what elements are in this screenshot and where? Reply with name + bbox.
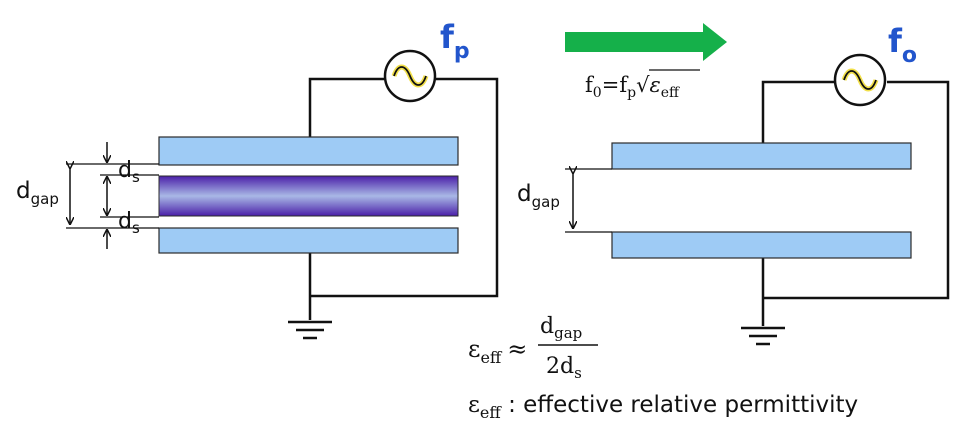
ac-source-icon bbox=[383, 49, 437, 103]
permittivity-definition: εeff : effective relative permittivity bbox=[468, 392, 858, 422]
right-dimension-lines bbox=[565, 168, 612, 233]
right-top-plate bbox=[611, 142, 912, 170]
dimension-lines bbox=[66, 163, 159, 229]
top-plate bbox=[158, 136, 459, 166]
ground-icon bbox=[288, 320, 332, 340]
right-frequency-label: fo bbox=[888, 22, 917, 68]
approx-numerator: dgap bbox=[540, 314, 582, 342]
spacer-label-top: ds bbox=[118, 158, 140, 186]
resonance-formula: f0=fp√εeff bbox=[585, 73, 680, 101]
dielectric-layer bbox=[158, 175, 459, 217]
right-gap-label: dgap bbox=[517, 181, 560, 211]
right-top-wire bbox=[761, 80, 834, 143]
right-bottom-plate bbox=[611, 231, 912, 259]
right-circuit: dgap fo bbox=[517, 22, 950, 346]
ground-icon-right bbox=[741, 326, 785, 346]
transition: f0=fp√εeff bbox=[565, 23, 727, 101]
ac-source-icon-right bbox=[833, 53, 887, 107]
left-circuit: dgap ds ds fp bbox=[16, 18, 499, 340]
approx-denominator: 2ds bbox=[546, 354, 582, 382]
spacer-label-bottom: ds bbox=[118, 209, 140, 237]
equations: εeff≈ dgap 2ds εeff : effective relative… bbox=[468, 314, 858, 422]
right-return-wire bbox=[763, 80, 950, 300]
approx-equation-lhs: εeff≈ bbox=[468, 335, 527, 367]
left-gap-label: dgap bbox=[16, 178, 59, 208]
left-frequency-label: fp bbox=[440, 18, 470, 64]
left-top-wire bbox=[308, 77, 384, 137]
bottom-plate bbox=[158, 227, 459, 254]
right-arrow-icon bbox=[565, 23, 727, 61]
left-return-wire bbox=[310, 77, 499, 298]
